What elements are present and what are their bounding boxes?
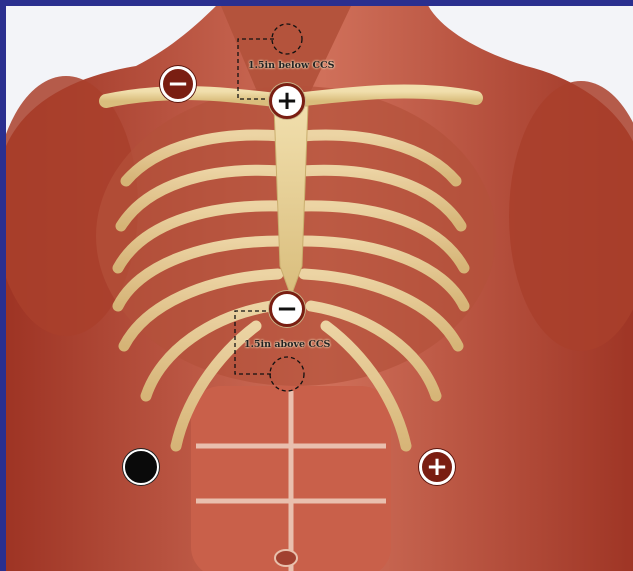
lower-distance-label: 1.5in above CCS	[244, 339, 330, 350]
torso-anatomy-illustration	[6, 6, 633, 571]
negative-electrode-upper-left: −	[160, 66, 196, 102]
negative-electrode-middle: −	[269, 291, 305, 327]
ground-electrode	[123, 449, 159, 485]
positive-electrode-upper-center: +	[269, 83, 305, 119]
positive-electrode-lower-right: +	[419, 449, 455, 485]
upper-distance-label: 1.5in below CCS	[248, 60, 334, 71]
